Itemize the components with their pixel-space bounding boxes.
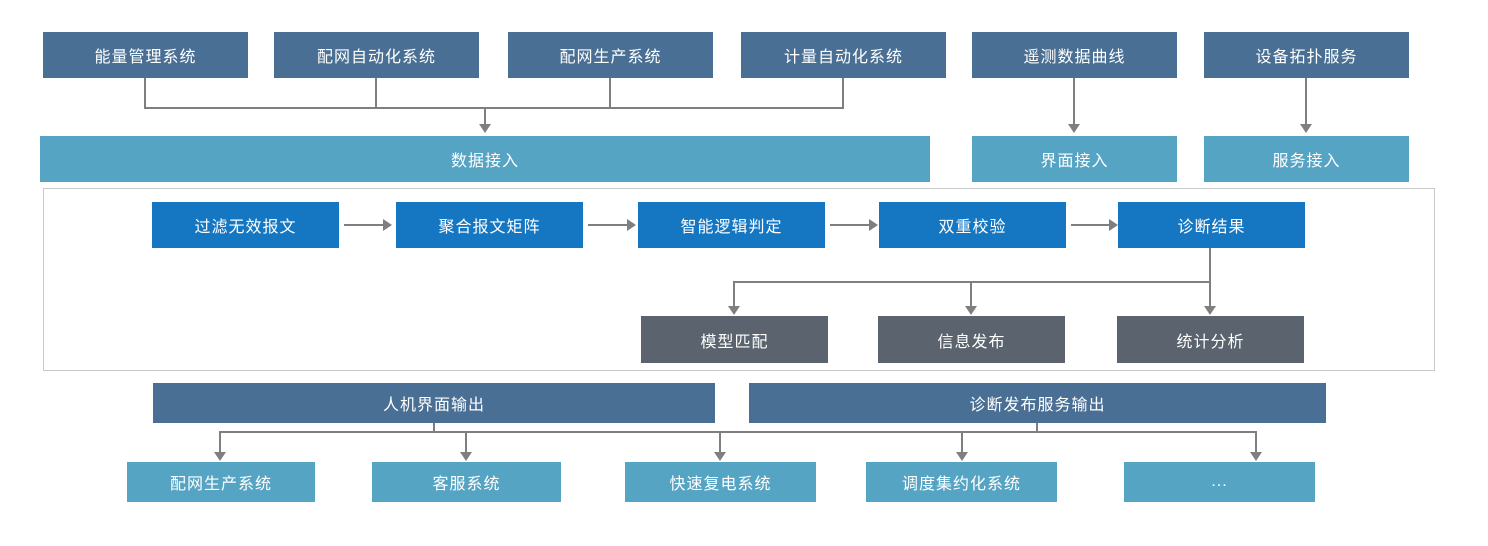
source-box-metering-automation-system: 计量自动化系统 (741, 32, 946, 78)
connector-line (219, 431, 1257, 433)
pipeline-box-filter-invalid-messages: 过滤无效报文 (152, 202, 339, 248)
connector-line (842, 78, 844, 107)
connector-line (719, 431, 721, 453)
arrow-right-icon (1109, 219, 1118, 231)
arrow-down-icon (714, 452, 726, 461)
connector-line (465, 431, 467, 453)
connector-line (961, 431, 963, 453)
target-box-distribution-production-system: 配网生产系统 (127, 462, 315, 502)
result-box-statistical-analysis: 统计分析 (1117, 316, 1304, 363)
target-box-more: ... (1124, 462, 1315, 502)
arrow-down-icon (1300, 124, 1312, 133)
access-box-ui: 界面接入 (972, 136, 1177, 182)
connector-line (144, 107, 844, 109)
result-box-model-matching: 模型匹配 (641, 316, 828, 363)
arrow-down-icon (965, 306, 977, 315)
source-box-energy-management-system: 能量管理系统 (43, 32, 248, 78)
arrow-down-icon (479, 124, 491, 133)
connector-line (830, 224, 869, 226)
arrow-right-icon (869, 219, 878, 231)
connector-line (484, 107, 486, 125)
connector-line (1073, 78, 1075, 125)
arrow-down-icon (1068, 124, 1080, 133)
connector-line (733, 281, 1211, 283)
source-box-telemetry-data-curve: 遥测数据曲线 (972, 32, 1177, 78)
arrow-down-icon (214, 452, 226, 461)
arrow-down-icon (1250, 452, 1262, 461)
connector-line (344, 224, 383, 226)
access-box-data: 数据接入 (40, 136, 930, 182)
arrow-down-icon (956, 452, 968, 461)
pipeline-box-double-verification: 双重校验 (879, 202, 1066, 248)
source-box-device-topology-service: 设备拓扑服务 (1204, 32, 1409, 78)
pipeline-box-intelligent-logic-judgment: 智能逻辑判定 (638, 202, 825, 248)
result-box-info-publishing: 信息发布 (878, 316, 1065, 363)
connector-line (219, 431, 221, 453)
connector-line (1209, 281, 1211, 307)
connector-line (733, 281, 735, 307)
connector-line (1071, 224, 1109, 226)
target-box-dispatch-intensive-system: 调度集约化系统 (866, 462, 1057, 502)
arrow-down-icon (728, 306, 740, 315)
source-box-distribution-automation-system: 配网自动化系统 (274, 32, 479, 78)
access-box-service: 服务接入 (1204, 136, 1409, 182)
connector-line (970, 281, 972, 307)
connector-line (1209, 248, 1211, 281)
connector-line (588, 224, 627, 226)
connector-line (1305, 78, 1307, 125)
connector-line (144, 78, 146, 107)
arrow-right-icon (383, 219, 392, 231)
output-box-diagnosis-publish-service: 诊断发布服务输出 (749, 383, 1326, 423)
arrow-right-icon (627, 219, 636, 231)
output-box-hmi: 人机界面输出 (153, 383, 715, 423)
pipeline-box-diagnosis-result: 诊断结果 (1118, 202, 1305, 248)
connector-line (1255, 431, 1257, 453)
arrow-down-icon (1204, 306, 1216, 315)
target-box-fast-power-restoration-system: 快速复电系统 (625, 462, 816, 502)
connector-line (375, 78, 377, 107)
source-box-distribution-production-system: 配网生产系统 (508, 32, 713, 78)
connector-line (1036, 423, 1038, 433)
connector-line (433, 423, 435, 433)
connector-line (609, 78, 611, 107)
arrow-down-icon (460, 452, 472, 461)
target-box-customer-service-system: 客服系统 (372, 462, 561, 502)
pipeline-box-aggregate-message-matrix: 聚合报文矩阵 (396, 202, 583, 248)
